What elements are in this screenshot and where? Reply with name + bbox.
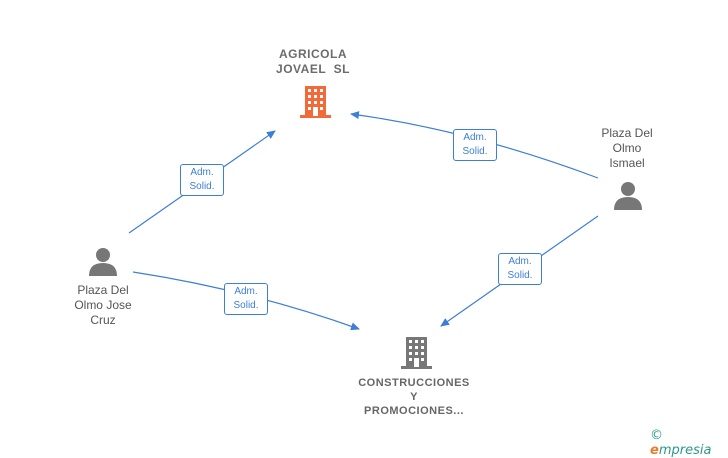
empresia-logo[interactable]: © empresia: [650, 428, 728, 458]
edge-label-jose-agricola[interactable]: Adm. Solid.: [180, 164, 224, 196]
node-label-construcciones[interactable]: CONSTRUCCIONES Y PROMOCIONES...: [344, 376, 484, 418]
logo-brand-rest: mpresia: [658, 443, 712, 458]
edge-label-line: Solid.: [233, 300, 259, 311]
label-line: AGRICOLA: [279, 47, 347, 61]
label-line: Plaza Del: [77, 283, 129, 297]
copyright-icon: ©: [650, 428, 663, 443]
edge-label-ismael-construcciones[interactable]: Adm. Solid.: [498, 253, 542, 285]
edge-label-line: Solid.: [462, 146, 488, 157]
person-icon: [89, 248, 117, 276]
edge-label-jose-construcciones[interactable]: Adm. Solid.: [224, 283, 268, 315]
edge-label-line: Solid.: [189, 181, 215, 192]
label-line: Olmo Jose: [74, 298, 132, 312]
logo-brand-first: e: [650, 443, 659, 458]
edge-label-line: Adm.: [508, 256, 532, 267]
label-line: Ismael: [609, 156, 645, 170]
edge-label-line: Adm.: [234, 286, 258, 297]
person-icon: [614, 182, 642, 210]
node-label-ismael[interactable]: Plaza Del Olmo Ismael: [583, 126, 671, 171]
label-line: Cruz: [90, 313, 116, 327]
edge-label-line: Adm.: [190, 167, 214, 178]
label-line: Y: [410, 391, 418, 403]
node-label-jose-cruz[interactable]: Plaza Del Olmo Jose Cruz: [55, 283, 151, 328]
label-line: Olmo: [612, 141, 642, 155]
label-line: JOVAEL SL: [276, 62, 350, 76]
node-label-agricola[interactable]: AGRICOLA JOVAEL SL: [255, 47, 371, 77]
label-line: Plaza Del: [601, 126, 653, 140]
label-line: PROMOCIONES...: [364, 405, 464, 417]
edge-label-line: Adm.: [463, 132, 487, 143]
edge-label-line: Solid.: [507, 270, 533, 281]
building-icon: [300, 86, 331, 118]
edge-label-ismael-agricola[interactable]: Adm. Solid.: [453, 129, 497, 161]
label-line: CONSTRUCCIONES: [358, 377, 470, 389]
building-icon: [401, 337, 432, 369]
